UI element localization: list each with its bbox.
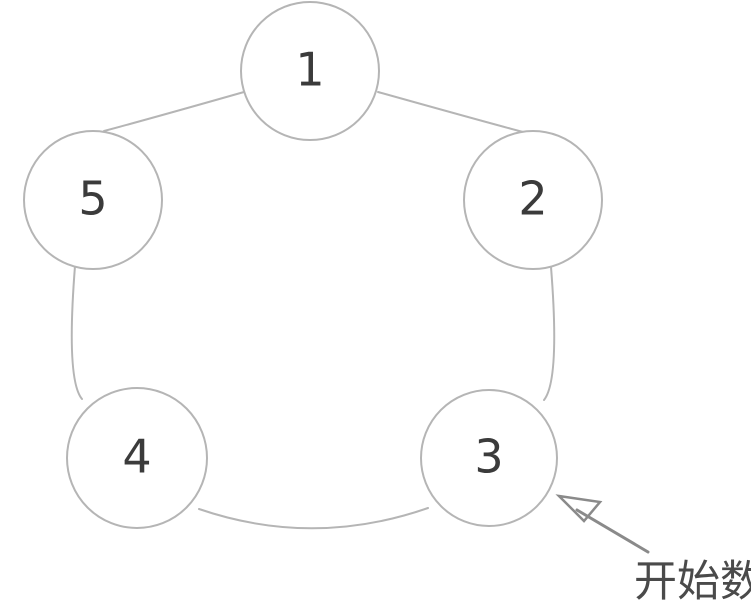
ring-edge-2-to-3 — [543, 266, 556, 401]
ring-edge-3-to-4 — [198, 507, 429, 530]
start-count-annotation: 开始数 — [555, 494, 751, 603]
ring-node-1[interactable]: 1 — [240, 1, 380, 141]
ring-edge-1-to-2 — [377, 91, 524, 133]
annotation-label: 开始数 — [634, 557, 751, 603]
ring-edge-5-to-1 — [103, 91, 245, 132]
node-circle-5[interactable] — [23, 130, 163, 270]
node-circle-4[interactable] — [66, 387, 208, 529]
ring-node-3[interactable]: 3 — [420, 389, 558, 527]
node-label-2: 2 — [518, 172, 547, 226]
ring-nodes-group: 1 2 3 4 5 — [23, 1, 603, 529]
node-label-3: 3 — [474, 430, 503, 484]
ring-node-4[interactable]: 4 — [66, 387, 208, 529]
node-circle-2[interactable] — [463, 130, 603, 270]
ring-node-5[interactable]: 5 — [23, 130, 163, 270]
node-circle-1[interactable] — [240, 1, 380, 141]
ring-edges-group — [70, 91, 556, 530]
node-label-1: 1 — [295, 43, 324, 97]
node-label-4: 4 — [122, 430, 151, 484]
node-circle-3[interactable] — [420, 389, 558, 527]
node-label-5: 5 — [78, 172, 107, 226]
ring-edge-4-to-5 — [70, 265, 83, 400]
ring-node-2[interactable]: 2 — [463, 130, 603, 270]
annotation-arrow-head-icon — [555, 494, 603, 523]
